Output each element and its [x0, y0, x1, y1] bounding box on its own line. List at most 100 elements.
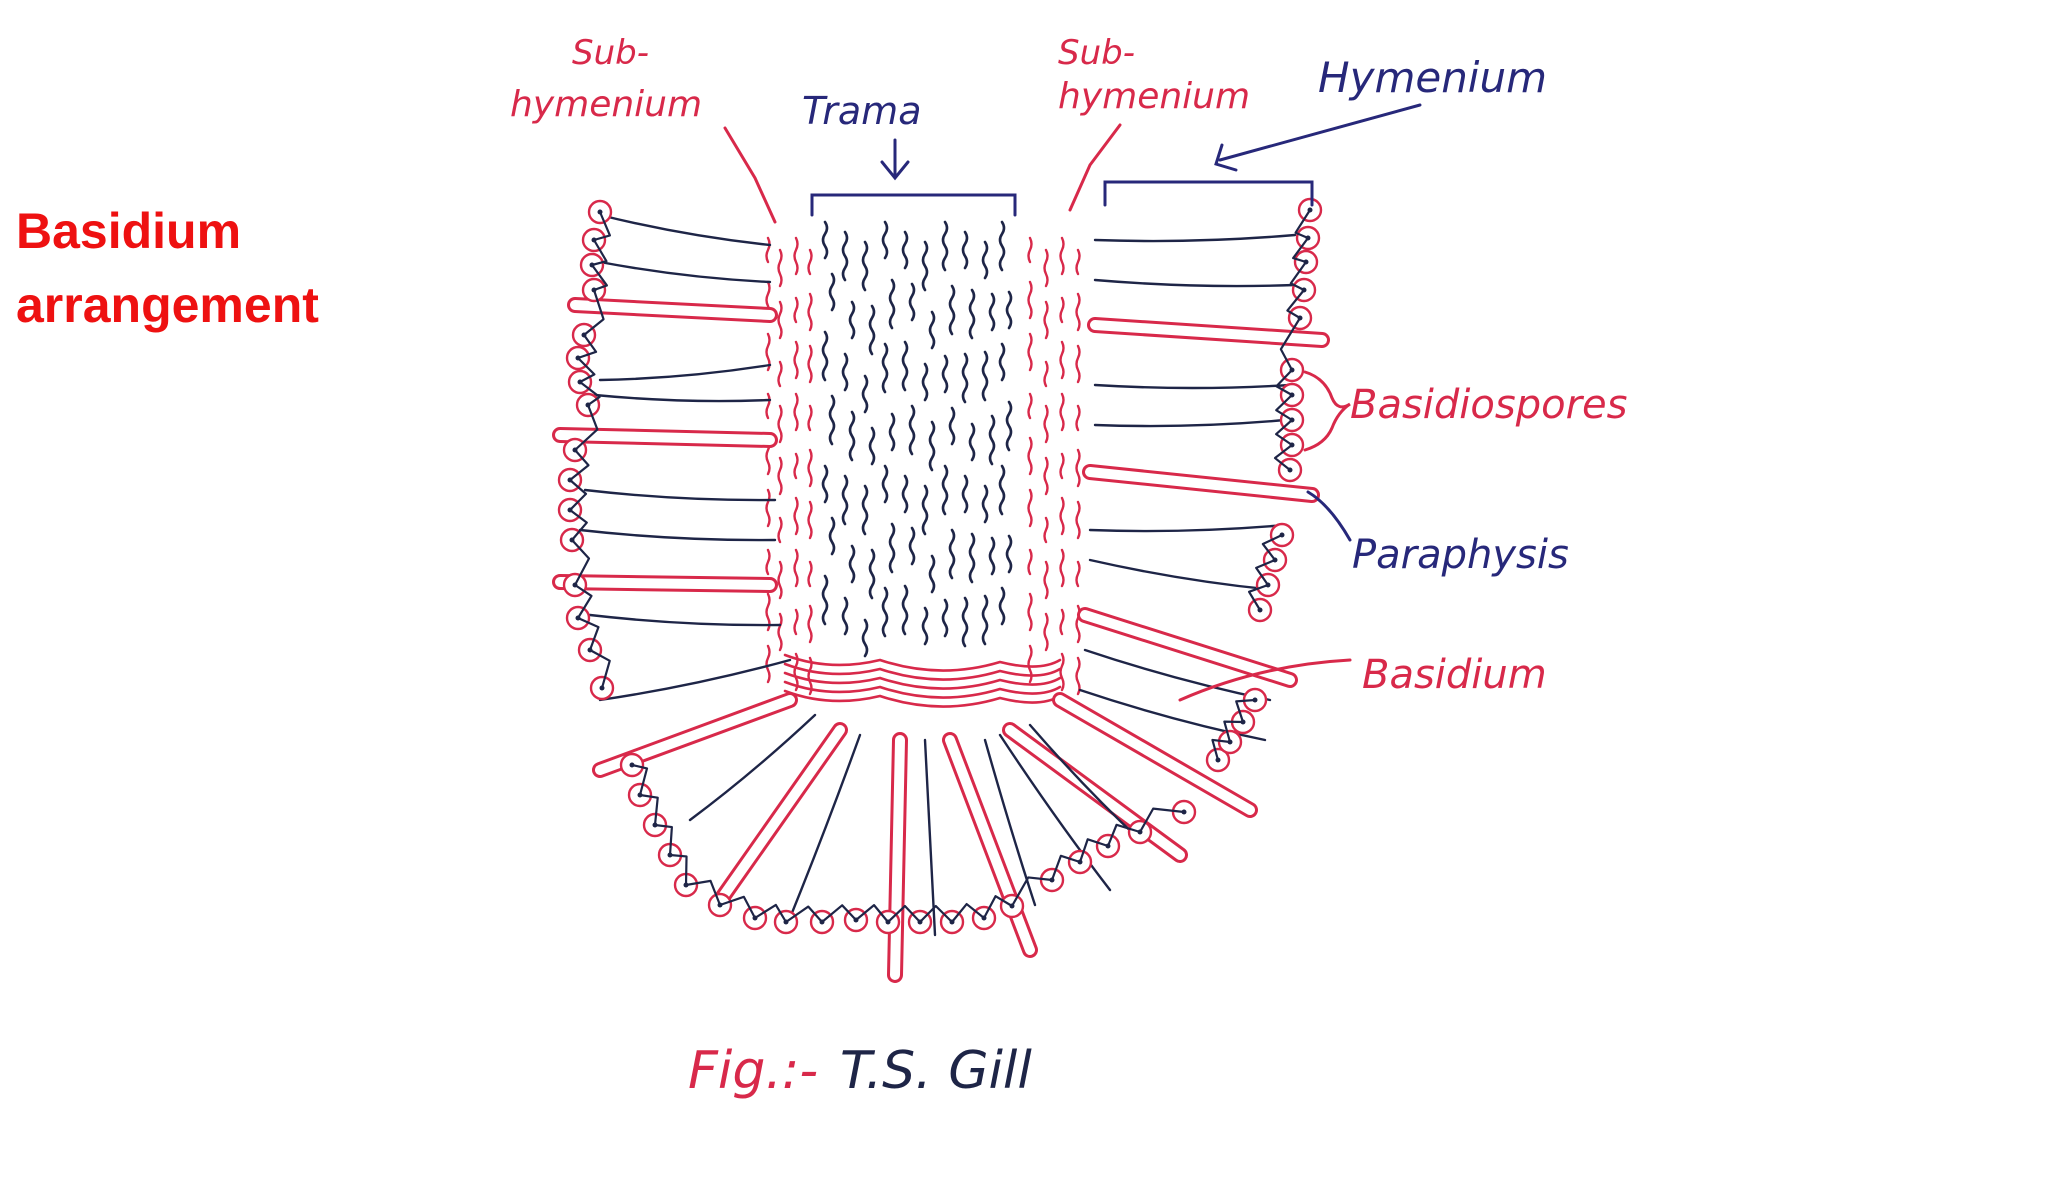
sub-hymenium-left-label-1: Sub-	[572, 33, 649, 73]
trama-hypha	[828, 394, 836, 446]
trama-hypha	[981, 594, 989, 646]
trama-hypha	[888, 522, 896, 574]
sterigma	[785, 905, 823, 923]
sterigma	[1255, 558, 1276, 586]
subhymenium-hypha	[807, 500, 813, 540]
basidium-lumen	[1085, 467, 1317, 500]
sterigma	[1261, 534, 1283, 561]
sterigma	[631, 763, 649, 796]
paraphysis-hypha	[1088, 558, 1277, 592]
subhymenium-hypha	[777, 456, 783, 496]
trama-hypha	[841, 474, 849, 526]
subhymenium-hypha	[1059, 608, 1065, 636]
sterigma	[593, 211, 612, 242]
hymenium-arrow	[1214, 103, 1422, 172]
subhymenium-hypha	[1043, 360, 1049, 388]
sterigma	[1078, 838, 1109, 863]
trama-hypha	[1005, 534, 1013, 574]
sterigma	[591, 264, 608, 292]
trama-hypha	[981, 484, 989, 524]
trama-hypha	[861, 618, 869, 658]
sterigma	[654, 823, 673, 856]
sub-hymenium-right-label-1: Sub-	[1058, 33, 1135, 73]
subhymenium-hypha	[1043, 404, 1049, 444]
paraphysis-label: Paraphysis	[1352, 532, 1569, 578]
trama-hypha	[988, 536, 996, 576]
subhymenium-hypha	[1027, 280, 1033, 320]
trama-hypha	[861, 240, 869, 292]
trama-hypha	[968, 422, 976, 462]
basidium-lumen	[717, 725, 845, 903]
sterigma	[1279, 317, 1301, 371]
slide-title-line-2: arrangement	[16, 277, 319, 333]
trama-hypha	[961, 352, 969, 404]
subhymenium-hypha	[807, 404, 813, 432]
sterigma	[951, 902, 985, 923]
subhymenium-hypha	[793, 548, 799, 588]
basidiospores-label: Basidiospores	[1350, 382, 1627, 428]
trama-hypha	[981, 350, 989, 402]
subhymenium-hypha	[807, 560, 813, 588]
trama-bracket	[810, 193, 1017, 217]
subhymenium-hypha	[1059, 548, 1065, 588]
trama-hypha	[861, 484, 869, 536]
subhymenium-hypha	[777, 560, 783, 600]
subhymenium-bottom-curve	[783, 653, 1062, 708]
sterigma	[1292, 237, 1309, 264]
sterigma	[719, 895, 756, 919]
paraphysis-hypha	[598, 213, 772, 247]
trama-hypha	[888, 278, 896, 330]
trama-hypha	[961, 230, 969, 270]
sterigma	[591, 239, 608, 267]
trama-hypha	[848, 544, 856, 584]
basidium-lumen	[890, 735, 905, 980]
sterigma	[1275, 394, 1293, 421]
paraphysis-hypha	[588, 613, 782, 627]
subhymenium-hypha	[793, 608, 799, 636]
sterigma	[1273, 444, 1293, 471]
trama-hypha	[941, 220, 949, 272]
subhymenium-hypha	[1059, 652, 1065, 692]
paraphysis-hypha	[688, 713, 817, 822]
trama-hypha	[1005, 400, 1013, 452]
subhymenium-hypha	[1059, 496, 1065, 536]
sub-hymenium-right-pointer	[1068, 123, 1122, 212]
subhymenium-hypha	[1075, 344, 1081, 384]
trama-hypha	[988, 414, 996, 466]
trama-hypha	[1005, 290, 1013, 330]
paraphysis-hypha	[598, 658, 792, 702]
figure-caption-text: T.S. Gill	[840, 1041, 1032, 1101]
sterigma	[1286, 289, 1305, 319]
subhymenium-hypha	[1027, 392, 1033, 420]
sterigma	[1294, 209, 1311, 240]
trama-hypha	[901, 474, 909, 514]
basidia-group	[552, 297, 1330, 983]
subhymenium-hypha	[1027, 236, 1033, 264]
sterigma	[1289, 261, 1307, 291]
trama-hypha	[841, 352, 849, 392]
subhymenium-hypha	[777, 516, 783, 544]
sterigma	[577, 616, 600, 651]
trama-hypha	[968, 288, 976, 340]
paraphysis-hypha	[1093, 418, 1287, 428]
trama-hypha	[921, 606, 929, 646]
trama-hypha	[998, 586, 1006, 626]
paraphysis-hypha	[578, 528, 777, 542]
trama-hypha	[998, 342, 1006, 382]
subhymenium-hypha	[807, 656, 813, 696]
hymenium-label: Hymenium	[1318, 53, 1547, 102]
paraphysis-hypha	[598, 260, 772, 284]
basidium-lumen	[555, 577, 775, 590]
subhymenium-hypha	[1043, 456, 1049, 496]
subhymenium-hypha	[1075, 500, 1081, 540]
trama-hyphae	[821, 220, 1013, 658]
paraphysis-hypha	[598, 363, 772, 382]
sterigma	[1275, 369, 1293, 396]
subhymenium-curve-line	[783, 653, 1062, 672]
subhymenium-hypha	[1043, 560, 1049, 600]
sub-hymenium-right-label-2: hymenium	[1058, 76, 1250, 117]
subhymenium-hypha	[765, 488, 771, 528]
trama-hypha	[908, 526, 916, 566]
subhymenium-hypha	[807, 248, 813, 276]
